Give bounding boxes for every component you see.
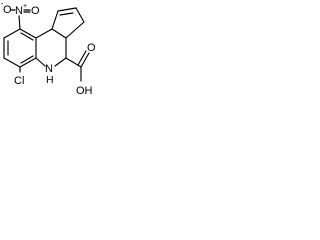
bond-cyclopentene-a (51, 10, 59, 30)
bond-ring-d (3, 57, 21, 68)
bond-cyclopentene-b (57, 7, 77, 12)
bond-cyclopentene-double (59, 12, 74, 16)
bond-ring-f (3, 28, 21, 39)
bond-carboxyl-double-a (80, 52, 90, 68)
chemical-structure-diagram: O - N + O Cl N H O OH (1, 1, 96, 97)
bond-carboxyl-double-b (77, 50, 87, 66)
amine-hydrogen: H (46, 74, 54, 86)
bond-cyclopentene-d (65, 21, 85, 39)
bond-hetero-d (54, 57, 67, 67)
nitro-oxygen-left: O (3, 4, 12, 16)
nitro-nitrogen-positive-charge: + (23, 3, 27, 10)
bond-ring-double-a (20, 32, 34, 41)
carboxyl-oxygen: O (87, 42, 96, 54)
chloro-atom-label: Cl (14, 75, 24, 87)
bond-hetero-e (35, 57, 46, 67)
bond-nitro-n-aromatic (18, 15, 21, 30)
nitro-nitrogen: N (15, 5, 23, 17)
bond-hetero-b (51, 28, 67, 39)
bond-to-carboxyl-carbon (65, 57, 82, 68)
carboxyl-hydroxyl: OH (76, 85, 93, 97)
bond-ring-a (19, 28, 37, 39)
bond-hetero-a (35, 28, 53, 39)
amine-nitrogen: N (45, 63, 53, 75)
nitro-oxygen-right: O (31, 5, 40, 17)
bond-ring-double-b (20, 55, 34, 64)
bond-cyclopentene-c (75, 7, 85, 23)
nitro-oxygen-negative-charge: - (1, 1, 4, 8)
bond-ring-c (19, 57, 37, 68)
